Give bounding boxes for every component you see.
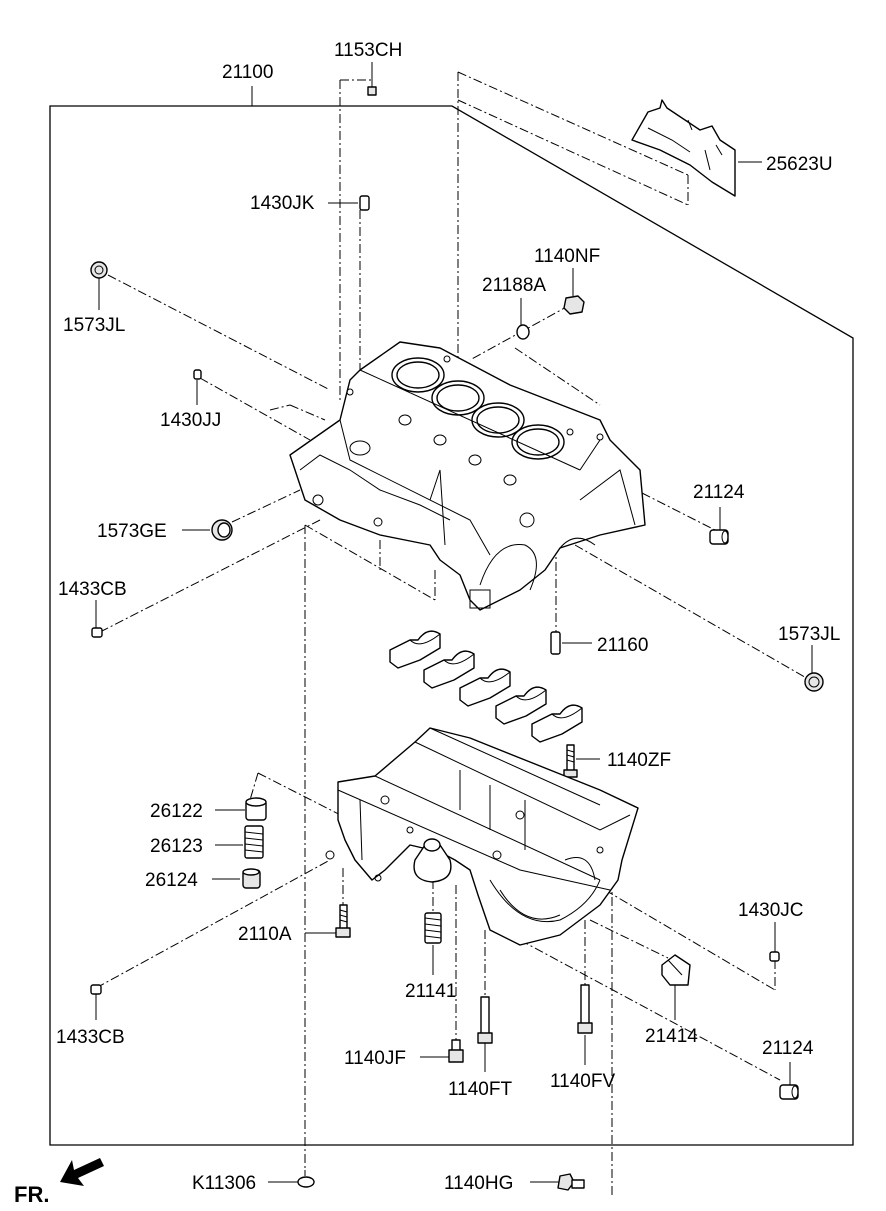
relief-spring-26123 [244,825,264,859]
label-1430JJ: 1430JJ [160,410,221,431]
small-part-1153CH [367,86,377,96]
bracket-21414 [661,954,691,986]
bolt-1140FT [477,996,493,1044]
plug-1573JL-right [804,672,824,692]
label-21160: 21160 [597,635,648,656]
relief-cap-26122 [245,797,267,821]
label-25623U: 25623U [766,154,833,175]
head-gasket-part [631,99,736,197]
plug-21124-bottom [779,1084,799,1100]
small-part-1430JK [359,195,370,211]
label-K11306: K11306 [192,1173,256,1194]
pin-21160 [550,631,561,655]
assembly-frame [49,105,854,1146]
bolt-1140ZF [563,744,578,778]
pin-1430JC [769,951,780,962]
bolt-1140JF [448,1039,464,1063]
label-leaders [95,62,813,1183]
plug-1573JL-left [90,261,108,279]
front-arrow-icon [60,1158,104,1186]
label-1140FV: 1140FV [550,1071,615,1092]
label-1573JL-right: 1573JL [778,624,840,645]
spring-21141 [424,912,442,944]
cylinder-block-part [289,341,646,611]
label-21188A: 21188A [482,275,546,296]
bolt-1140HG [557,1173,585,1191]
label-1430JC: 1430JC [738,900,804,921]
oring-K11306 [297,1176,315,1188]
label-1573JL-left: 1573JL [63,315,125,336]
label-1140HG: 1140HG [444,1173,513,1194]
label-26122: 26122 [150,801,203,822]
washer-21188A [516,324,530,340]
relief-plug-26124 [242,868,261,889]
bearing-caps-part [389,630,583,743]
reference-lines [95,71,811,1195]
label-26123: 26123 [150,836,203,857]
label-21100: 21100 [222,62,273,83]
ladder-frame-part [325,727,639,946]
seal-1573GE [211,519,233,541]
label-1140FT: 1140FT [448,1079,512,1100]
pin-1430JJ [193,369,202,380]
label-26124: 26124 [145,870,198,891]
label-21124-bottom: 21124 [762,1038,814,1059]
label-1573GE: 1573GE [97,521,167,542]
label-1140NF: 1140NF [534,246,600,267]
label-21141: 21141 [405,981,456,1002]
label-1140JF: 1140JF [344,1048,406,1069]
label-1433CB-bottom: 1433CB [56,1027,125,1048]
label-1140ZF: 1140ZF [607,750,671,771]
label-21414: 21414 [645,1026,698,1047]
bolt-2110A [335,904,351,938]
label-front: FR. [14,1182,49,1207]
plug-21124-top [709,529,729,545]
dowel-1433CB-top [91,627,103,638]
dowel-1433CB-bottom [90,984,102,995]
part-labels: 21100 1153CH 25623U 1430JK 1140NF 21188A… [14,40,840,1207]
bolt-1140FV [577,984,593,1034]
label-1153CH: 1153CH [334,40,402,61]
label-1433CB-top: 1433CB [58,579,127,600]
label-2110A: 2110A [238,924,292,945]
bolt-1140NF [563,295,585,315]
label-21124-top: 21124 [693,482,745,503]
label-1430JK: 1430JK [250,193,315,214]
